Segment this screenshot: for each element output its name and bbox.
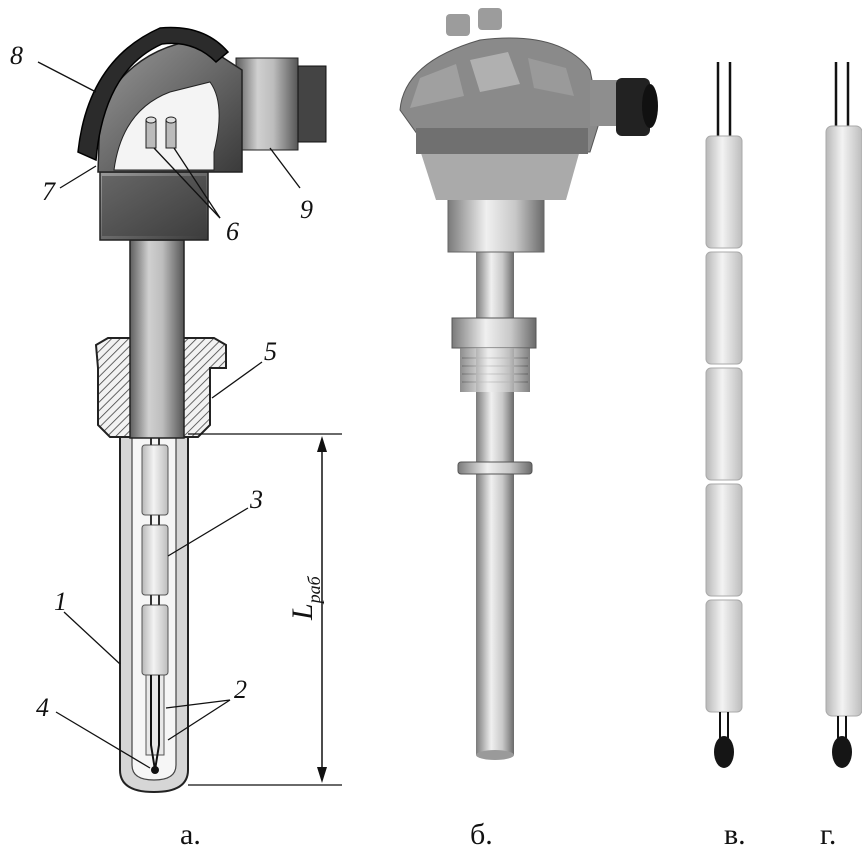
caption-g: г. bbox=[820, 818, 836, 851]
head-cover bbox=[77, 26, 230, 162]
ceramic-tube bbox=[825, 125, 862, 717]
callout-6: 6 bbox=[226, 217, 239, 246]
panel-v-sensor bbox=[705, 62, 743, 768]
threaded-fitting bbox=[460, 348, 530, 392]
junction-bead bbox=[714, 736, 734, 768]
terminal-head bbox=[77, 26, 327, 241]
stem-tube bbox=[129, 239, 185, 439]
callout-2: 2 bbox=[234, 675, 247, 704]
thermoelectrodes bbox=[150, 675, 160, 771]
callout-3: 3 bbox=[249, 485, 263, 514]
callout-4: 4 bbox=[36, 693, 49, 722]
junction-bead bbox=[832, 736, 852, 768]
callout-5: 5 bbox=[264, 337, 277, 366]
callout-8: 8 bbox=[10, 41, 23, 70]
callout-7: 7 bbox=[42, 177, 56, 206]
ceramic-bead bbox=[705, 483, 743, 597]
ceramic-bead bbox=[705, 251, 743, 365]
cable-gland-photo bbox=[590, 80, 618, 126]
callout-9: 9 bbox=[300, 195, 313, 224]
caption-v: в. bbox=[724, 818, 746, 851]
caption-a: а. bbox=[180, 818, 201, 851]
terminal-screw bbox=[165, 119, 177, 149]
ceramic-bead bbox=[705, 599, 743, 713]
terminal-screw bbox=[145, 119, 157, 149]
hot-junction bbox=[151, 766, 159, 774]
ceramic-bead bbox=[705, 367, 743, 481]
cable-gland bbox=[235, 57, 299, 151]
ceramic-insulator bbox=[141, 524, 169, 596]
ceramic-insulator bbox=[141, 604, 169, 676]
ceramic-bead bbox=[705, 135, 743, 249]
panel-g-sensor bbox=[825, 62, 862, 768]
ceramic-insulator bbox=[141, 444, 169, 516]
panel-b-photo bbox=[399, 8, 658, 760]
callout-1: 1 bbox=[54, 587, 67, 616]
caption-b: б. bbox=[470, 818, 493, 851]
panel-a-drawing: 1 2 3 4 5 6 7 8 9 Lраб bbox=[10, 26, 342, 794]
working-length-label: Lраб bbox=[286, 575, 324, 621]
